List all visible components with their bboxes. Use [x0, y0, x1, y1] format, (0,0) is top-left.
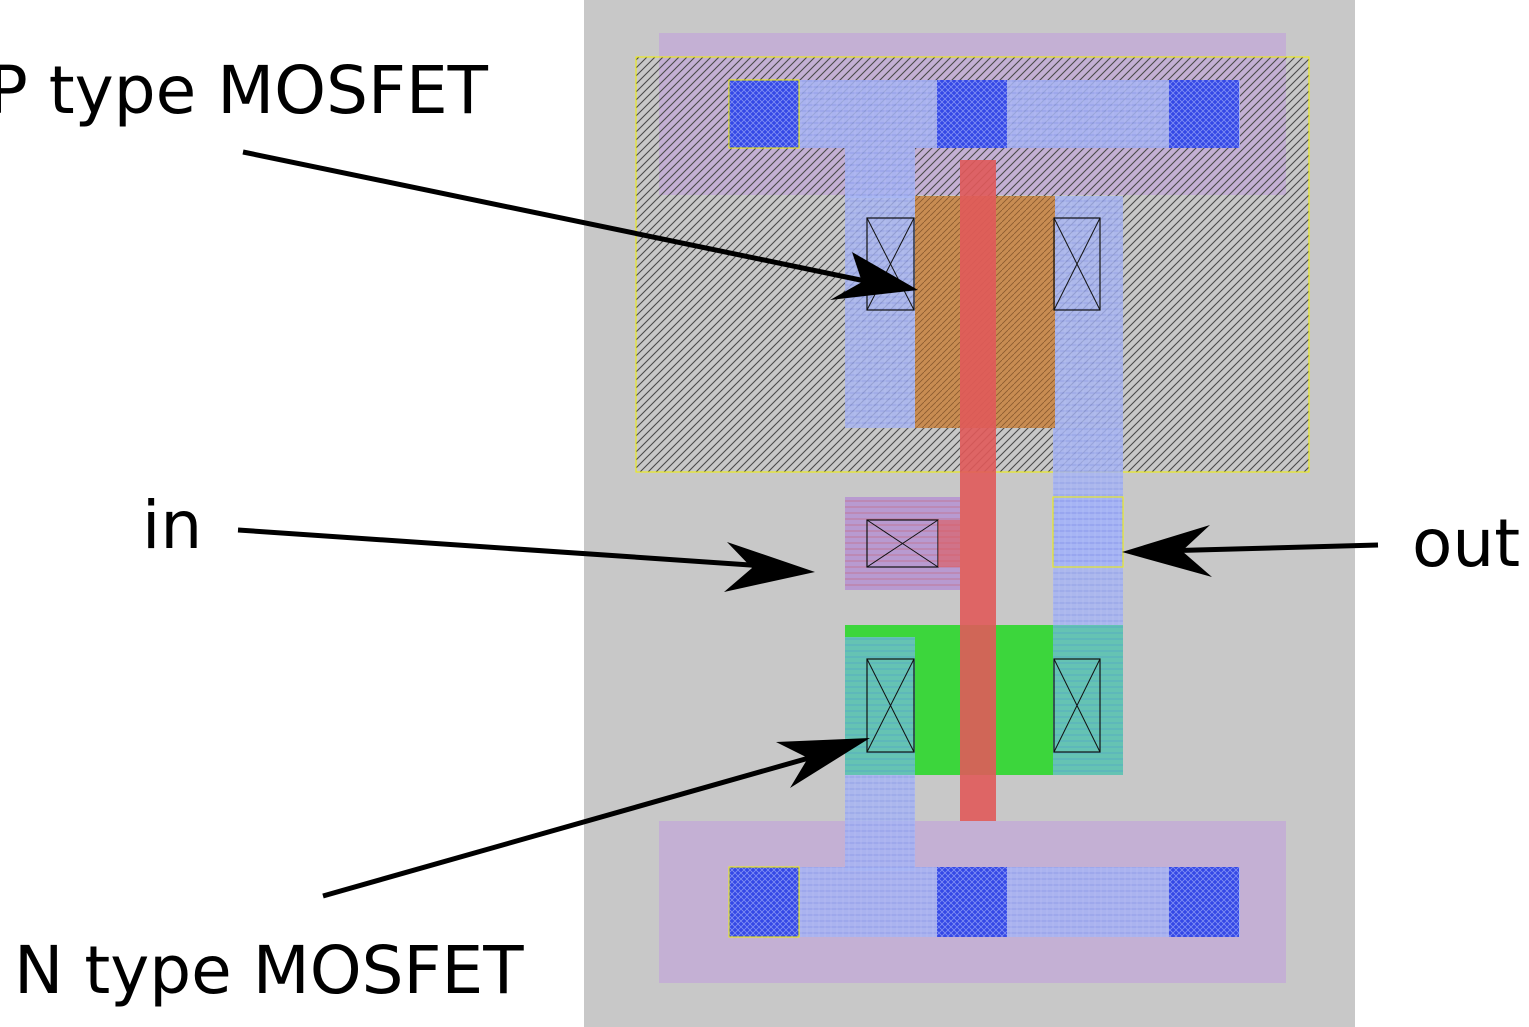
arrow-to-input [237, 527, 815, 592]
poly-gate-input-stub [938, 520, 960, 567]
nmos-active-right [1053, 625, 1123, 775]
vdd-via-2 [937, 80, 1007, 148]
arrow-to-p-mosfet [242, 149, 918, 300]
gnd-strap-join [845, 821, 915, 871]
gnd-via-1 [728, 866, 800, 938]
pmos-active-right [1053, 196, 1123, 428]
arrow-to-n-mosfet [322, 738, 870, 899]
label-p-mosfet: P type MOSFET [0, 52, 489, 129]
gnd-via-3 [1169, 867, 1239, 937]
output-contact [1052, 496, 1124, 568]
label-input: in [142, 487, 202, 564]
nmos-active-left [845, 637, 915, 775]
arrow-to-output [1122, 525, 1379, 577]
pmos-drain-contact [1053, 217, 1101, 311]
nmos-drain-contact [1053, 658, 1101, 753]
vdd-via-3 [1169, 80, 1239, 148]
pmos-active-left [845, 196, 917, 428]
nmos-source-contact [866, 658, 915, 753]
label-output: out [1412, 505, 1520, 582]
label-n-mosfet: N type MOSFET [14, 932, 524, 1009]
poly-gate [960, 160, 996, 821]
vdd-via-1 [728, 79, 800, 149]
gnd-via-2 [937, 867, 1007, 937]
pmos-source-strap [845, 148, 915, 198]
